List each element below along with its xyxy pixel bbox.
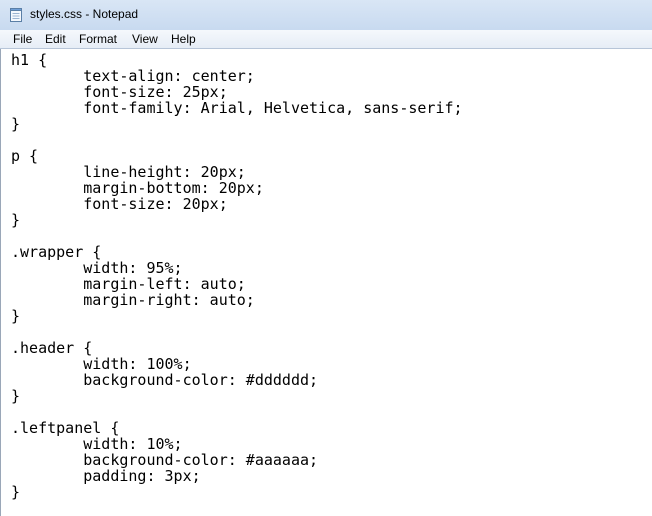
code-line [11, 228, 463, 244]
editor-text: h1 { text-align: center; font-size: 25px… [11, 52, 463, 500]
code-line [11, 324, 463, 340]
code-line: background-color: #dddddd; [11, 371, 319, 389]
menu-bar: File Edit Format View Help [0, 30, 652, 49]
menu-help[interactable]: Help [171, 32, 196, 46]
code-line: margin-right: auto; [11, 291, 255, 309]
code-line: text-align: center; [11, 67, 255, 85]
code-line: margin-bottom: 20px; [11, 179, 264, 197]
code-line: padding: 3px; [11, 467, 201, 485]
code-line: background-color: #aaaaaa; [11, 451, 319, 469]
text-editor-area[interactable]: h1 { text-align: center; font-size: 25px… [0, 49, 652, 516]
menu-format[interactable]: Format [79, 32, 118, 46]
title-bar[interactable]: styles.css - Notepad [0, 0, 652, 30]
menu-edit[interactable]: Edit [45, 32, 66, 46]
code-line: .leftpanel { [11, 419, 120, 437]
code-line: h1 { [11, 51, 48, 69]
code-line: } [11, 307, 21, 325]
code-line: margin-left: auto; [11, 275, 246, 293]
code-line [11, 404, 463, 420]
code-line: } [11, 211, 21, 229]
code-line: font-family: Arial, Helvetica, sans-seri… [11, 99, 463, 117]
code-line: } [11, 115, 21, 133]
code-line: width: 95%; [11, 259, 183, 277]
code-line: } [11, 483, 21, 501]
window-title: styles.css - Notepad [30, 7, 139, 21]
notepad-icon [10, 8, 22, 22]
code-line: .header { [11, 339, 93, 357]
code-line: p { [11, 147, 39, 165]
menu-view[interactable]: View [132, 32, 158, 46]
code-line: line-height: 20px; [11, 163, 246, 181]
code-line: font-size: 25px; [11, 83, 228, 101]
code-line: width: 100%; [11, 355, 192, 373]
menu-file[interactable]: File [13, 32, 33, 46]
code-line: } [11, 387, 21, 405]
code-line: .wrapper { [11, 243, 102, 261]
code-line [11, 132, 463, 148]
code-line: font-size: 20px; [11, 195, 228, 213]
code-line: width: 10%; [11, 435, 183, 453]
